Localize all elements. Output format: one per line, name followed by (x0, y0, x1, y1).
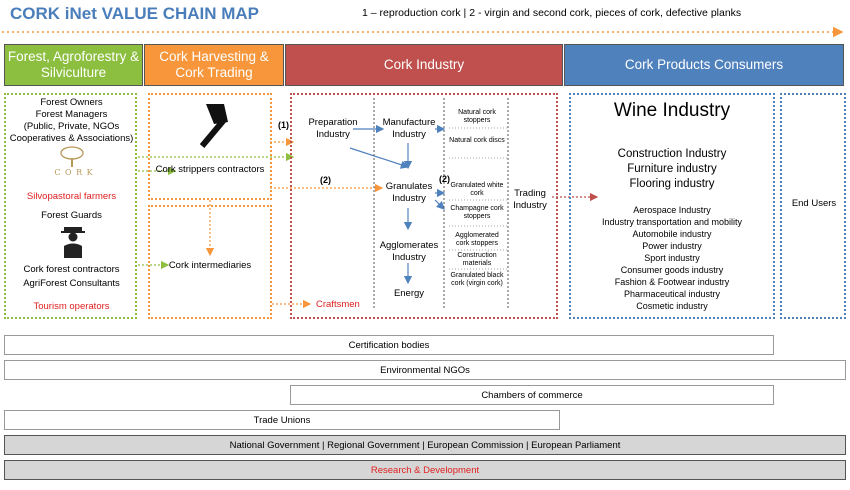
industry-section (290, 93, 558, 319)
trade-unions-bar: Trade Unions (4, 410, 560, 430)
consumer-item: Fashion & Footwear industry (614, 277, 730, 287)
product-granulated-white: Granulated white cork (450, 182, 504, 197)
silvopastoral-farmers: Silvopastoral farmers (26, 191, 117, 202)
preparation-industry: Preparation Industry (308, 117, 358, 140)
map-title: CORK iNet VALUE CHAIN MAP (10, 4, 260, 23)
end-users-box (780, 93, 846, 319)
chambers-of-commerce-bar: Chambers of commerce (290, 385, 774, 405)
consumer-item: Cosmetic industry (636, 301, 708, 311)
flooring-industry: Flooring industry (629, 178, 715, 190)
end-users: End Users (791, 198, 837, 209)
consumer-item: Automobile industry (632, 229, 712, 239)
craftsmen: Craftsmen (316, 299, 360, 310)
product-natural-discs: Natural cork discs (449, 137, 505, 144)
granulates-to-products-arrow-2 (434, 199, 445, 210)
forest-section (4, 93, 137, 319)
flow-mark-1: (1) (278, 120, 289, 130)
header-industry: Cork Industry (285, 44, 563, 86)
consumer-item: Consumer goods industry (620, 265, 724, 275)
energy: Energy (393, 288, 425, 299)
trading-industry: Trading Industry (513, 188, 547, 211)
furniture-industry: Furniture industry (627, 163, 717, 175)
cork-logo-text: C O R K (54, 168, 94, 177)
consumer-list: Aerospace Industry Industry transportati… (573, 204, 771, 312)
environmental-ngos-bar: Environmental NGOs (4, 360, 846, 380)
cork-oak-tree-icon (60, 146, 84, 167)
manufacture-industry: Manufacture Industry (382, 117, 436, 140)
certification-bodies-bar: Certification bodies (4, 335, 774, 355)
forest-managers: Forest Managers (35, 109, 108, 120)
product-agglomerated-stoppers: Agglomerated cork stoppers (455, 232, 499, 247)
flow-mark-2: (2) (320, 175, 331, 185)
consumer-item: Sport industry (644, 253, 700, 263)
forest-owners: Forest Owners (40, 97, 103, 108)
product-champagne-stoppers: Champagne cork stoppers (450, 205, 504, 220)
construction-industry: Construction Industry (617, 148, 727, 160)
consumer-item: Industry transportation and mobility (601, 217, 743, 227)
agglomerates-industry: Agglomerates Industry (379, 240, 439, 263)
agriforest-consultants: AgriForest Consultants (23, 278, 120, 289)
consumer-item: Pharmaceutical industry (623, 289, 721, 299)
forest-managers-detail: (Public, Private, NGOs (23, 121, 120, 132)
axe-icon (199, 104, 228, 148)
consumers-section (569, 93, 775, 319)
header-consumers: Cork Products Consumers (564, 44, 844, 86)
product-natural-stoppers: Natural cork stoppers (458, 109, 496, 124)
header-forest: Forest, Agroforestry & Silviculture (4, 44, 143, 86)
consumer-item: Aerospace Industry (633, 205, 711, 215)
wine-industry: Wine Industry (613, 100, 731, 121)
granulates-industry: Granulates Industry (385, 181, 433, 204)
product-granulated-black: Granulated black cork (virgin cork) (450, 272, 504, 287)
cork-forest-contractors: Cork forest contractors (23, 264, 120, 275)
product-dividers (449, 127, 507, 270)
product-construction-materials: Construction materials (457, 252, 497, 267)
research-development-bar: Research & Development (4, 460, 846, 480)
cork-intermediaries: Cork intermediaries (168, 260, 252, 271)
consumer-item: Power industry (642, 241, 702, 251)
header-harvest: Cork Harvesting & Cork Trading (144, 44, 284, 86)
cork-strippers: Cork strippers contractors (155, 164, 265, 175)
strippers-box (148, 93, 272, 200)
forest-guards: Forest Guards (41, 210, 102, 221)
intermediaries-box (148, 205, 272, 319)
legend-text: 1 – reproduction cork | 2 - virgin and s… (362, 7, 742, 19)
flow-mark-2b: (2) (439, 174, 450, 184)
prep-to-granulates-arrow (349, 147, 410, 169)
forest-guard-icon (61, 227, 85, 258)
tourism-operators: Tourism operators (33, 301, 110, 312)
government-bar: National Government | Regional Governmen… (4, 435, 846, 455)
forest-managers-detail-2: Cooperatives & Associations) (9, 133, 134, 144)
